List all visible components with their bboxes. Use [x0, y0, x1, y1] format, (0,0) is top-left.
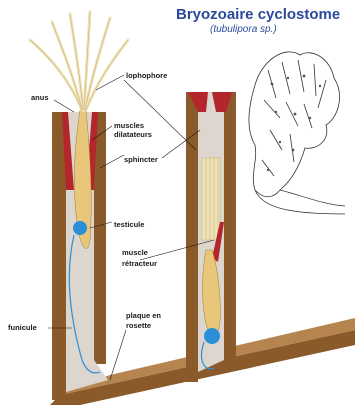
label-testicule: testicule — [114, 220, 144, 229]
label-lophophore: lophophore — [126, 71, 167, 80]
label-plaque-line2: rosette — [126, 321, 151, 330]
label-muscle-line1: muscle — [122, 248, 148, 257]
label-muscles-line1: muscles — [114, 121, 144, 130]
left-zooid — [30, 12, 128, 400]
colony-sketch — [249, 52, 345, 214]
label-funicule: funicule — [8, 323, 37, 332]
label-plaque-line1: plaque en — [126, 311, 161, 320]
label-anus: anus — [31, 93, 49, 102]
right-zooid — [186, 92, 236, 382]
label-muscle-line2: rétracteur — [122, 259, 157, 268]
label-muscles-line2: dilatateurs — [114, 130, 152, 139]
label-sphincter: sphincter — [124, 155, 158, 164]
